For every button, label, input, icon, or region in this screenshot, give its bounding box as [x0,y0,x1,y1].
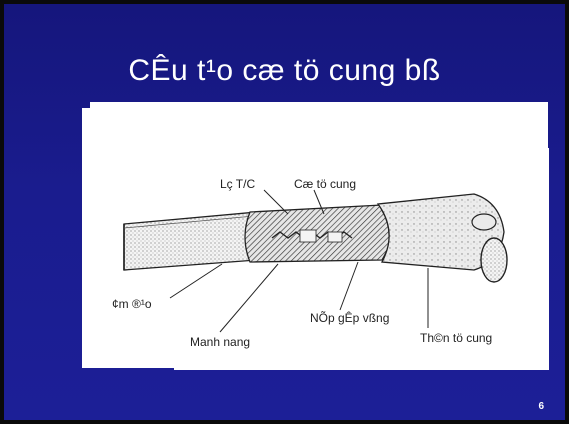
uterine-horn-bulge [472,214,496,230]
label-nep-gap-vong: NÕp gÊp vßng [310,310,389,325]
slide-title: CÊu t¹o cæ tö cung bß [0,54,569,88]
label-lo-tc: Lç T/C [220,177,255,191]
label-co-tu-cung: Cæ tö cung [294,177,356,191]
label-am-dao: ¢m ®¹o [112,297,152,311]
figure-panel-top [90,102,548,148]
cervix-diagram-svg: Lç T/C Cæ tö cung ¢m ®¹o Manh nang NÕp g… [82,102,549,370]
cervix-body [245,205,391,262]
label-manh-nang: Manh nang [190,335,250,349]
page-number: 6 [538,401,544,412]
figure-panel-bottom [174,356,396,370]
uterine-horn-end [481,238,507,282]
label-than-tu-cung: Th©n tö cung [420,331,492,345]
cervix-diagram: Lç T/C Cæ tö cung ¢m ®¹o Manh nang NÕp g… [82,102,549,370]
